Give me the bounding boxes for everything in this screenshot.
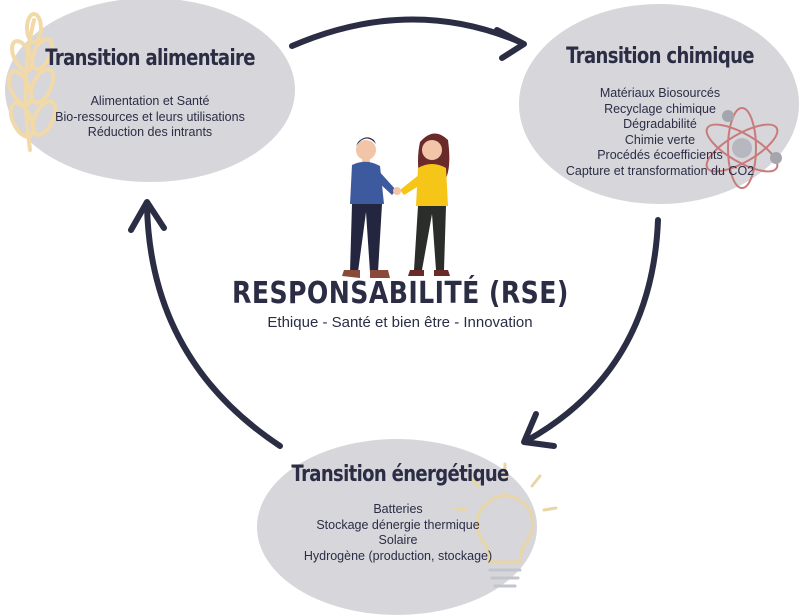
node-item: Procédés écoefficients	[597, 148, 723, 162]
node-item: Stockage dénergie thermique	[316, 517, 480, 532]
node-item: Capture et transformation du CO2	[565, 163, 755, 178]
node-item: Bio-ressources et leurs utilisations	[55, 109, 245, 124]
node-title-energetique: Transition énergétique	[291, 462, 509, 487]
node-item: Chimie verte	[624, 132, 696, 147]
node-item: Batteries	[373, 502, 423, 516]
node-item: Dégradabilité	[623, 117, 697, 131]
arrowhead-alimentaire-to-chimique	[494, 27, 527, 61]
arrow-chimique-to-energetique	[525, 217, 661, 443]
node-ellipse-alimentaire	[5, 0, 295, 182]
node-title-chimique: Transition chimique	[566, 44, 754, 69]
arrow-energetique-to-alimentaire	[144, 202, 283, 449]
node-item: Matériaux Biosourcés	[599, 86, 721, 100]
node-item: Solaire	[378, 533, 418, 547]
arrowhead-chimique-to-energetique	[521, 411, 557, 449]
atom-icon	[705, 107, 782, 189]
node-item: Hydrogène (production, stockage)	[303, 548, 493, 563]
handshake-people-icon	[342, 133, 450, 278]
wheat-icon	[6, 12, 58, 152]
lightbulb-icon	[452, 462, 558, 588]
arrowhead-energetique-to-alimentaire	[128, 199, 167, 233]
node-ellipse-energetique	[257, 439, 537, 615]
center-title: RESPONSABILITÉ (RSE)	[232, 276, 569, 311]
node-item: Alimentation et Santé	[90, 94, 210, 108]
node-item: Réduction des intrants	[87, 125, 213, 139]
node-item: Recyclage chimique	[604, 101, 716, 116]
center-subtitle: Ethique - Santé et bien être - Innovatio…	[267, 314, 533, 331]
node-title-alimentaire: Transition alimentaire	[45, 46, 255, 71]
cycle-arrows	[128, 16, 661, 449]
arrow-alimentaire-to-chimique	[289, 16, 523, 49]
